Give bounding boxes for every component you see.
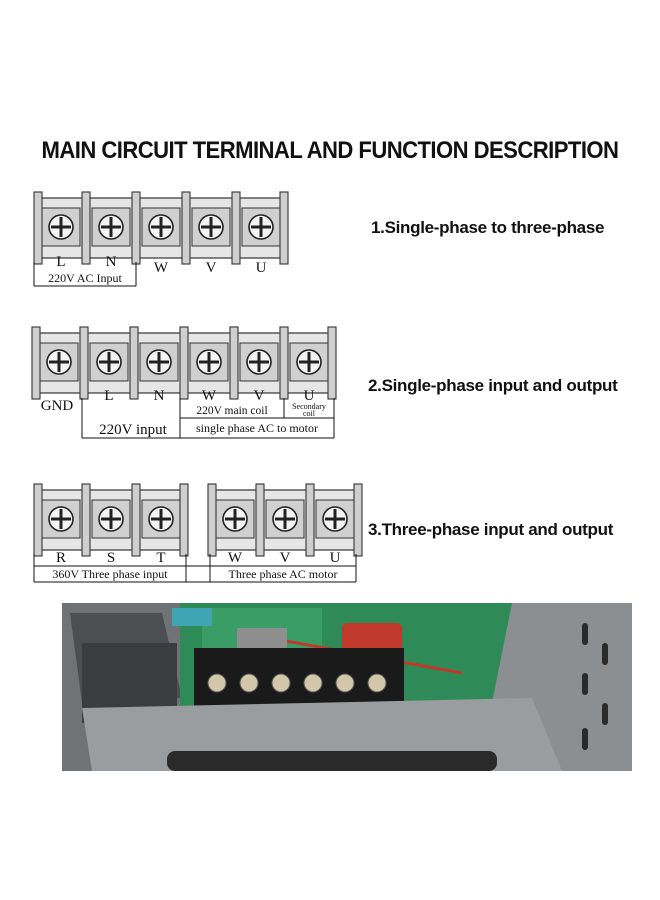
terminal-label-W: W [202,388,217,404]
group-label-three-phase-motor: Three phase AC motor [229,567,338,581]
terminal-label-V: V [280,550,291,566]
section-2-description: 2.Single-phase input and output [368,376,618,395]
terminal-label-GND: GND [41,398,74,414]
group-label-220v-input: 220V input [99,422,167,438]
terminal-label-V: V [254,388,265,404]
terminal-label-W: W [228,550,243,566]
terminal-label-L: L [56,254,65,270]
group-label-coil: coil [303,409,316,418]
terminal-label-U: U [330,550,341,566]
terminal-block-2 [31,326,337,439]
terminal-label-L: L [104,388,113,404]
product-photo [62,603,632,771]
terminal-diagrams: L N W V U 220V AC Input GND L N W V U 22… [31,191,363,583]
group-label-secondary: Secondary [292,402,326,411]
terminal-label-S: S [107,550,115,566]
group-label-single-phase-ac: single phase AC to motor [196,421,318,435]
terminal-block-1 [33,191,289,287]
section-3-description: 3.Three-phase input and output [368,520,614,539]
group-label-360v-input: 360V Three phase input [52,567,168,581]
terminal-label-U: U [304,388,315,404]
page-title: MAIN CIRCUIT TERMINAL AND FUNCTION DESCR… [41,137,619,164]
terminal-label-U: U [256,260,267,276]
terminal-label-R: R [56,550,66,566]
terminal-label-N: N [106,254,117,270]
terminal-label-N: N [154,388,165,404]
section-1-description: 1.Single-phase to three-phase [371,218,605,237]
terminal-label-W: W [154,260,169,276]
group-label-main-coil: 220V main coil [196,405,267,417]
terminal-label-T: T [156,550,165,566]
terminal-block-3 [33,483,363,583]
group-label-220v-ac-input: 220V AC Input [48,271,122,285]
terminal-label-V: V [206,260,217,276]
